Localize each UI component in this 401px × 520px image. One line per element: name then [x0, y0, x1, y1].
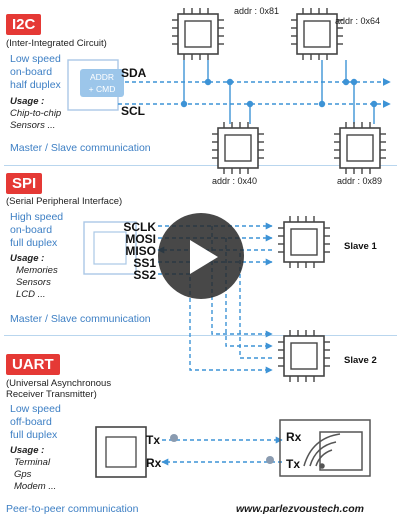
i2c-slave-chip: [211, 121, 265, 175]
uart-desc-line: Low speed: [10, 403, 61, 415]
i2c-title: I2C: [6, 14, 42, 35]
cmd-label: + CMD: [88, 84, 116, 94]
uart-device-a-core: [105, 436, 137, 468]
i2c-usage: Usage : Chip-to-chip Sensors ...: [10, 96, 61, 132]
uart-usage-item: Gps: [14, 469, 32, 480]
spi-usage-label: Usage :: [10, 253, 45, 264]
i2c-desc-line: half duplex: [10, 79, 61, 91]
website-url: www.parlezvoustech.com: [236, 503, 364, 515]
uart-usage-item: Modem ...: [14, 481, 57, 492]
wireless-module: [279, 419, 371, 477]
section-divider: [4, 165, 397, 166]
i2c-description: Low speed on-board half duplex: [10, 53, 61, 92]
spi-title: SPI: [6, 173, 43, 194]
spi-usage-item: Sensors: [16, 277, 51, 288]
spi-desc-line: full duplex: [10, 237, 58, 249]
spi-usage-item: Memories: [16, 265, 58, 276]
uart-usage-item: Terminal: [14, 457, 51, 468]
uart-subtitle: (Universal Asynchronous Receiver Transmi…: [6, 378, 111, 400]
section-divider: [4, 335, 397, 336]
uart-rx-label: Rx: [146, 456, 162, 470]
spi-slave1-chip: [277, 215, 331, 269]
i2c-addr-cmd-badge: ADDR + CMD: [80, 69, 124, 97]
i2c-slave-chip: [171, 7, 225, 61]
slave2-label: Slave 2: [344, 355, 377, 366]
uart-desc-line: off-board: [10, 416, 52, 428]
sclk-label: SCLK: [123, 220, 156, 234]
slave1-label: Slave 1: [344, 241, 377, 252]
i2c-subtitle: (Inter-Integrated Circuit): [6, 38, 107, 49]
address-label: addr : 0x40: [212, 176, 258, 186]
i2c-desc-line: on-board: [10, 66, 53, 78]
uart-subtitle-line: (Universal Asynchronous: [6, 378, 112, 389]
sda-label: SDA: [121, 66, 147, 80]
spi-description: High speed on-board full duplex: [10, 211, 63, 250]
uart-usage: Usage : Terminal Gps Modem ...: [10, 445, 56, 493]
spi-master-core: [93, 231, 127, 265]
i2c-usage-label: Usage :: [10, 96, 45, 107]
spi-usage: Usage : Memories Sensors LCD ...: [10, 253, 58, 301]
uart-module-rx-label: Rx: [286, 430, 302, 444]
i2c-taps: [180, 60, 378, 124]
uart-usage-label: Usage :: [10, 445, 45, 456]
uart-tx-label: Tx: [146, 433, 161, 447]
spi-desc-line: on-board: [10, 224, 53, 236]
uart-tx-marker: [170, 434, 178, 442]
uart-desc-line: full duplex: [10, 429, 58, 441]
uart-description: Low speed off-board full duplex: [10, 403, 61, 442]
spi-slave2-chip: [277, 329, 331, 383]
uart-title: UART: [6, 354, 60, 375]
scl-label: SCL: [121, 104, 145, 118]
spi-desc-line: High speed: [10, 211, 64, 223]
i2c-desc-line: Low speed: [10, 53, 61, 65]
i2c-footer: Master / Slave communication: [10, 142, 151, 154]
spi-usage-item: LCD ...: [16, 289, 46, 300]
uart-footer: Peer-to-peer communication: [6, 503, 139, 515]
spi-subtitle: (Serial Peripheral Interface): [6, 196, 123, 207]
address-label: addr : 0x81: [234, 6, 280, 16]
mosi-label: MOSI: [125, 232, 156, 246]
uart-lines: [161, 436, 283, 466]
addr-label: ADDR: [89, 72, 115, 82]
spi-footer: Master / Slave communication: [10, 313, 151, 325]
ss1-label: SS1: [133, 256, 156, 270]
ss2-label: SS2: [133, 268, 156, 282]
i2c-slave-chip: [333, 121, 387, 175]
address-label: addr : 0x64: [335, 16, 381, 26]
uart-rx-marker: [266, 456, 274, 464]
miso-label: MISO: [125, 244, 156, 258]
i2c-usage-item: Chip-to-chip: [10, 108, 62, 119]
uart-module-tx-label: Tx: [286, 457, 301, 471]
play-icon[interactable]: [190, 240, 218, 274]
uart-subtitle-line: Receiver Transmitter): [6, 389, 97, 400]
i2c-usage-item: Sensors ...: [10, 120, 56, 131]
address-label: addr : 0x89: [337, 176, 383, 186]
